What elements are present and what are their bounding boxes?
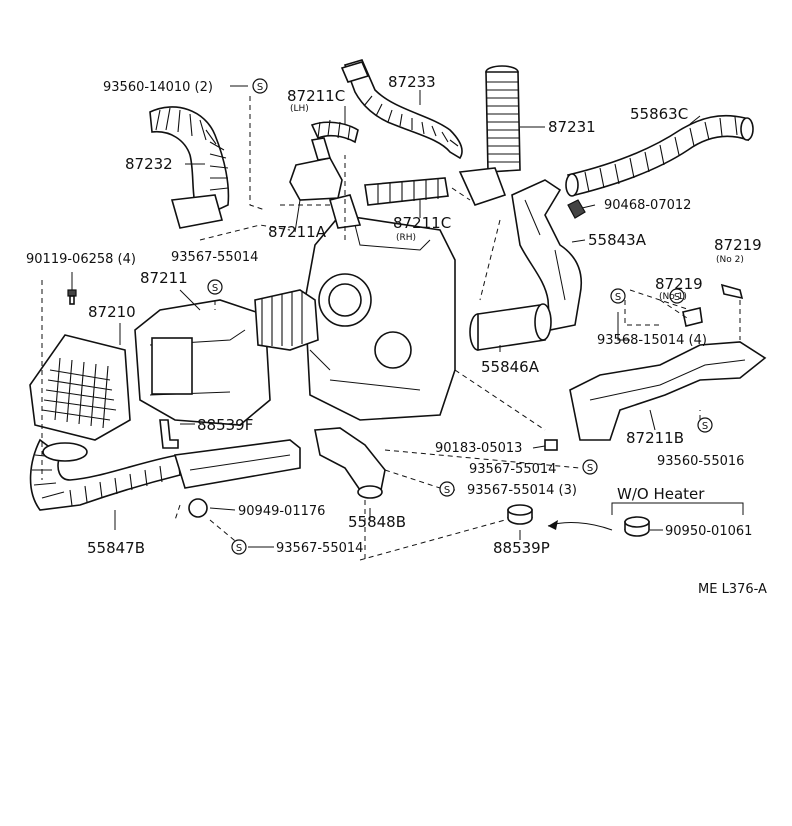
pipe-upper-duct — [173, 439, 301, 489]
s-symbol: S — [207, 279, 223, 295]
s-symbol: S — [231, 539, 247, 555]
label-no2-note: (No 2) — [716, 255, 744, 265]
bolt-90119-06258 — [67, 289, 77, 305]
s-symbol: S — [669, 288, 685, 304]
label-90949-01176: 90949-01176 — [238, 504, 325, 519]
svg-text:S: S — [236, 543, 242, 554]
label-55847B: 55847B — [87, 539, 145, 557]
hose-87211C-rh — [364, 177, 449, 206]
blower-housing-87210 — [134, 289, 319, 426]
label-90119-06258: 90119-06258 (4) — [26, 252, 136, 267]
label-87211A: 87211A — [268, 223, 327, 241]
duct-55843A — [511, 179, 582, 331]
svg-text:S: S — [587, 463, 593, 474]
label-88539P: 88539P — [493, 539, 550, 557]
svg-text:S: S — [674, 292, 680, 303]
svg-text:S: S — [212, 283, 218, 294]
label-87219-no2: 87219 — [714, 236, 762, 254]
label-93567-55014-b: 93567-55014 — [469, 462, 556, 477]
bracket-87219-no1 — [682, 307, 703, 327]
label-87211C-lh: 87211C — [287, 87, 345, 105]
duct-87232 — [149, 106, 230, 229]
label-lh-note: (LH) — [290, 104, 309, 114]
svg-text:S: S — [702, 421, 708, 432]
label-90468-07012: 90468-07012 — [604, 198, 691, 213]
label-93568-15014: 93568-15014 (4) — [597, 333, 707, 348]
label-87210: 87210 — [88, 303, 136, 321]
hose-87233 — [340, 59, 463, 160]
label-93567-55014-c: 93567-55014 (3) — [467, 483, 577, 498]
label-88539F: 88539F — [197, 416, 253, 434]
label-87211C-rh: 87211C — [393, 214, 451, 232]
ring-90949-01176 — [188, 498, 208, 518]
grille-panel-87210 — [29, 334, 131, 441]
wo-heater-bracket — [547, 502, 744, 531]
label-no1-note: (No 1) — [659, 292, 687, 302]
clip-90183-05013 — [544, 439, 558, 451]
label-93560-55016: 93560-55016 — [657, 454, 744, 469]
elbow-55848B — [314, 427, 386, 499]
cylinder-55846A — [469, 303, 552, 351]
label-55863C: 55863C — [630, 105, 688, 123]
hose-55863C — [565, 114, 754, 197]
dashed-leaders — [41, 96, 741, 561]
s-symbol: S — [697, 417, 713, 433]
label-93567-55014-a: 93567-55014 — [171, 250, 258, 265]
elbow-87211C-lh — [289, 119, 359, 201]
svg-text:S: S — [444, 485, 450, 496]
svg-text:S: S — [257, 82, 263, 93]
s-symbol: S — [610, 288, 626, 304]
figure-code: ME L376-A — [698, 582, 767, 597]
bracket-87219-no2 — [720, 283, 744, 300]
tube-88539F — [159, 419, 179, 449]
label-87211B: 87211B — [626, 429, 684, 447]
s-symbol: S — [582, 459, 598, 475]
hose-55847B — [29, 438, 181, 511]
label-wo-heater: W/O Heater — [617, 485, 705, 503]
clip-90468-07012 — [567, 199, 586, 219]
label-93560-14010: 93560-14010 (2) — [103, 80, 213, 95]
label-87231: 87231 — [548, 118, 596, 136]
label-90183-05013: 90183-05013 — [435, 441, 522, 456]
s-symbol: S — [252, 78, 268, 94]
heater-unit-87211 — [304, 194, 456, 421]
label-87232: 87232 — [125, 155, 173, 173]
label-87233: 87233 — [388, 73, 436, 91]
plug-90950-01061 — [624, 516, 650, 537]
label-93567-55014-d: 93567-55014 — [276, 541, 363, 556]
s-symbol: S — [439, 481, 455, 497]
label-55846A: 55846A — [481, 358, 540, 376]
duct-87211B — [569, 341, 767, 441]
plug-88539P — [507, 504, 533, 525]
label-87211: 87211 — [140, 269, 188, 287]
label-87219-no1: 87219 — [655, 275, 703, 293]
label-55848B: 55848B — [348, 513, 406, 531]
svg-text:S: S — [615, 292, 621, 303]
label-rh-note: (RH) — [396, 233, 416, 243]
label-55843A: 55843A — [588, 231, 647, 249]
label-90950-01061: 90950-01061 — [665, 524, 752, 539]
hose-87231 — [458, 65, 521, 206]
